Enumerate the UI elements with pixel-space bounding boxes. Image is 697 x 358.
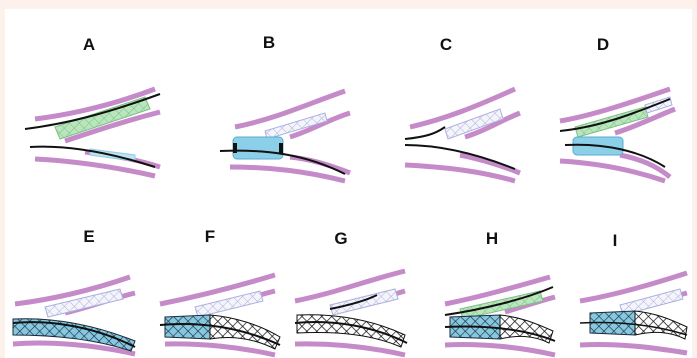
panel-h-diagram [445, 277, 555, 355]
panel-c-diagram [405, 89, 520, 181]
panel-i-diagram [580, 273, 687, 353]
panel-a-diagram [25, 89, 160, 176]
balloon-main-branch [233, 137, 283, 159]
panel-g-diagram [295, 271, 407, 355]
panel-b-diagram [220, 91, 350, 181]
diagram-svg [5, 9, 692, 358]
diagram-canvas: A B C D E F G H I [5, 9, 692, 358]
panel-d-diagram [560, 89, 675, 181]
panel-e-diagram [13, 277, 135, 354]
panel-f-diagram [160, 275, 280, 355]
